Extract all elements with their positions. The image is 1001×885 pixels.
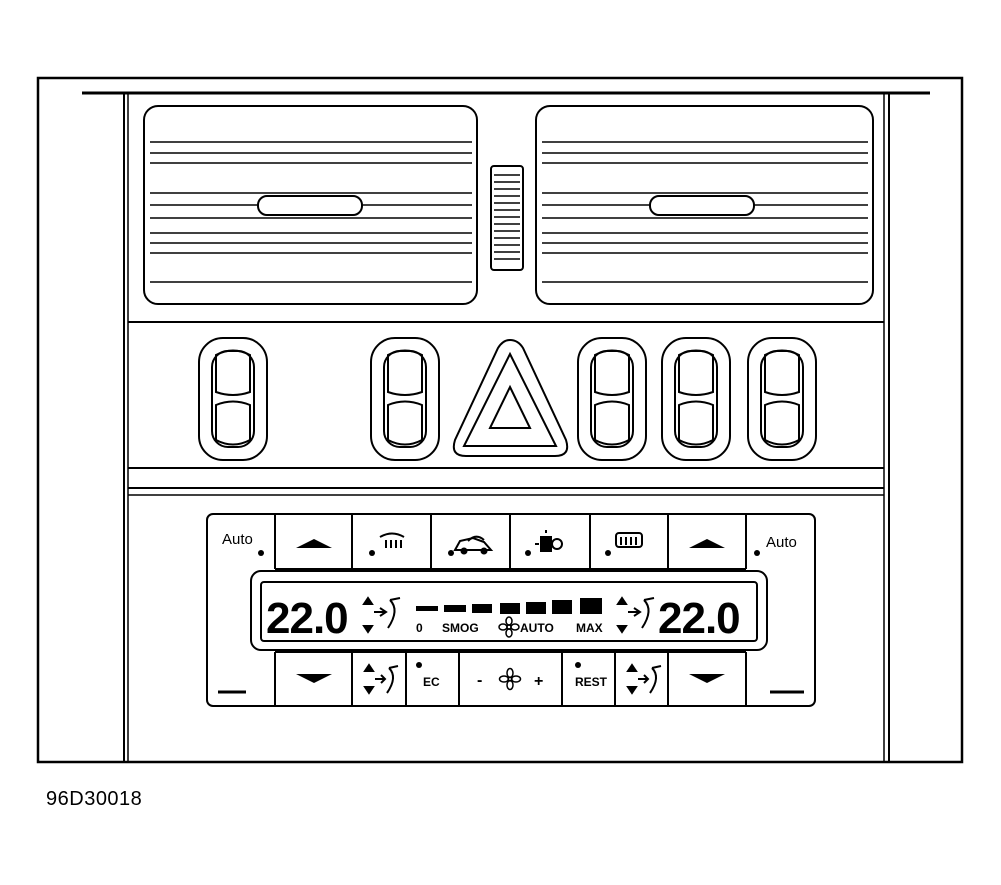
right-air-vent[interactable] (535, 105, 874, 305)
fan-speed-control[interactable]: - + (477, 667, 543, 691)
left-auto-button[interactable]: Auto (222, 531, 264, 556)
recirc-indicator (448, 550, 454, 556)
economy-label: EC (423, 675, 440, 689)
arrow-up-icon (689, 539, 725, 548)
economy-button[interactable]: EC (416, 662, 440, 689)
air-distribution-icon (626, 663, 662, 695)
rocker-switch-4[interactable] (661, 337, 731, 461)
fan-scale-max: MAX (576, 621, 603, 635)
left-air-distribution-button[interactable] (363, 663, 399, 695)
left-air-vent[interactable] (143, 105, 478, 305)
rocker-switch-2[interactable] (370, 337, 440, 461)
fan-icon (498, 616, 520, 638)
recirculation-button[interactable] (448, 535, 494, 556)
arrow-down-icon (296, 674, 332, 683)
left-temp-readout: 22.0 (266, 594, 348, 643)
vent-thumbwheel[interactable] (490, 165, 524, 271)
right-air-distribution-icon (616, 596, 655, 634)
left-auto-label: Auto (222, 531, 253, 548)
rocker-switch-5[interactable] (747, 337, 817, 461)
rest-heat-button[interactable]: REST (575, 662, 608, 689)
rear-defrost-indicator (605, 550, 611, 556)
left-auto-indicator (258, 550, 264, 556)
right-vent-slider[interactable] (649, 195, 755, 216)
car-recirculation-icon (453, 535, 494, 555)
left-air-distribution-icon (362, 596, 401, 634)
rear-defrost-button[interactable] (605, 532, 643, 556)
fan-plus-label: + (534, 673, 543, 690)
right-temp-up-button[interactable] (689, 539, 725, 548)
figure-id: 96D30018 (46, 788, 143, 810)
footwell-indicator (525, 550, 531, 556)
fan-speed-bar-graph (416, 598, 602, 614)
right-temp-readout: 22.0 (658, 594, 740, 643)
air-distribution-icon (363, 663, 399, 695)
fan-scale-zero: 0 (416, 621, 423, 635)
fan-minus-label: - (477, 672, 482, 689)
windshield-defrost-button[interactable] (369, 532, 405, 557)
right-auto-button[interactable]: Auto (754, 534, 797, 556)
rear-defrost-icon (615, 532, 643, 548)
rest-indicator (575, 662, 581, 668)
lcd-display: 22.0 0 SMOG AUTO MAX (250, 570, 768, 651)
fan-scale-auto: AUTO (520, 621, 554, 635)
left-vent-slider[interactable] (257, 195, 363, 216)
economy-indicator (416, 662, 422, 668)
right-air-distribution-button[interactable] (626, 663, 662, 695)
right-temp-down-button[interactable] (689, 674, 725, 683)
left-temp-up-button[interactable] (296, 539, 332, 548)
left-temp-down-button[interactable] (296, 674, 332, 683)
rest-label: REST (575, 675, 608, 689)
arrow-down-icon (689, 674, 725, 683)
fan-scale-smog: SMOG (442, 621, 479, 635)
console-frame (36, 76, 964, 764)
arrow-up-icon (296, 539, 332, 548)
hazard-triangle-icon (488, 384, 532, 429)
defrost-indicator (369, 550, 375, 556)
rocker-switch-1[interactable] (198, 337, 268, 461)
ventilation-icon (535, 530, 563, 552)
right-auto-indicator (754, 550, 760, 556)
windshield-defrost-icon (379, 532, 405, 548)
right-auto-label: Auto (766, 534, 797, 551)
climate-control-panel (206, 513, 816, 707)
hazard-button[interactable] (452, 338, 569, 457)
footwell-air-button[interactable] (525, 530, 563, 556)
fan-icon (498, 667, 522, 691)
rocker-switch-3[interactable] (577, 337, 647, 461)
